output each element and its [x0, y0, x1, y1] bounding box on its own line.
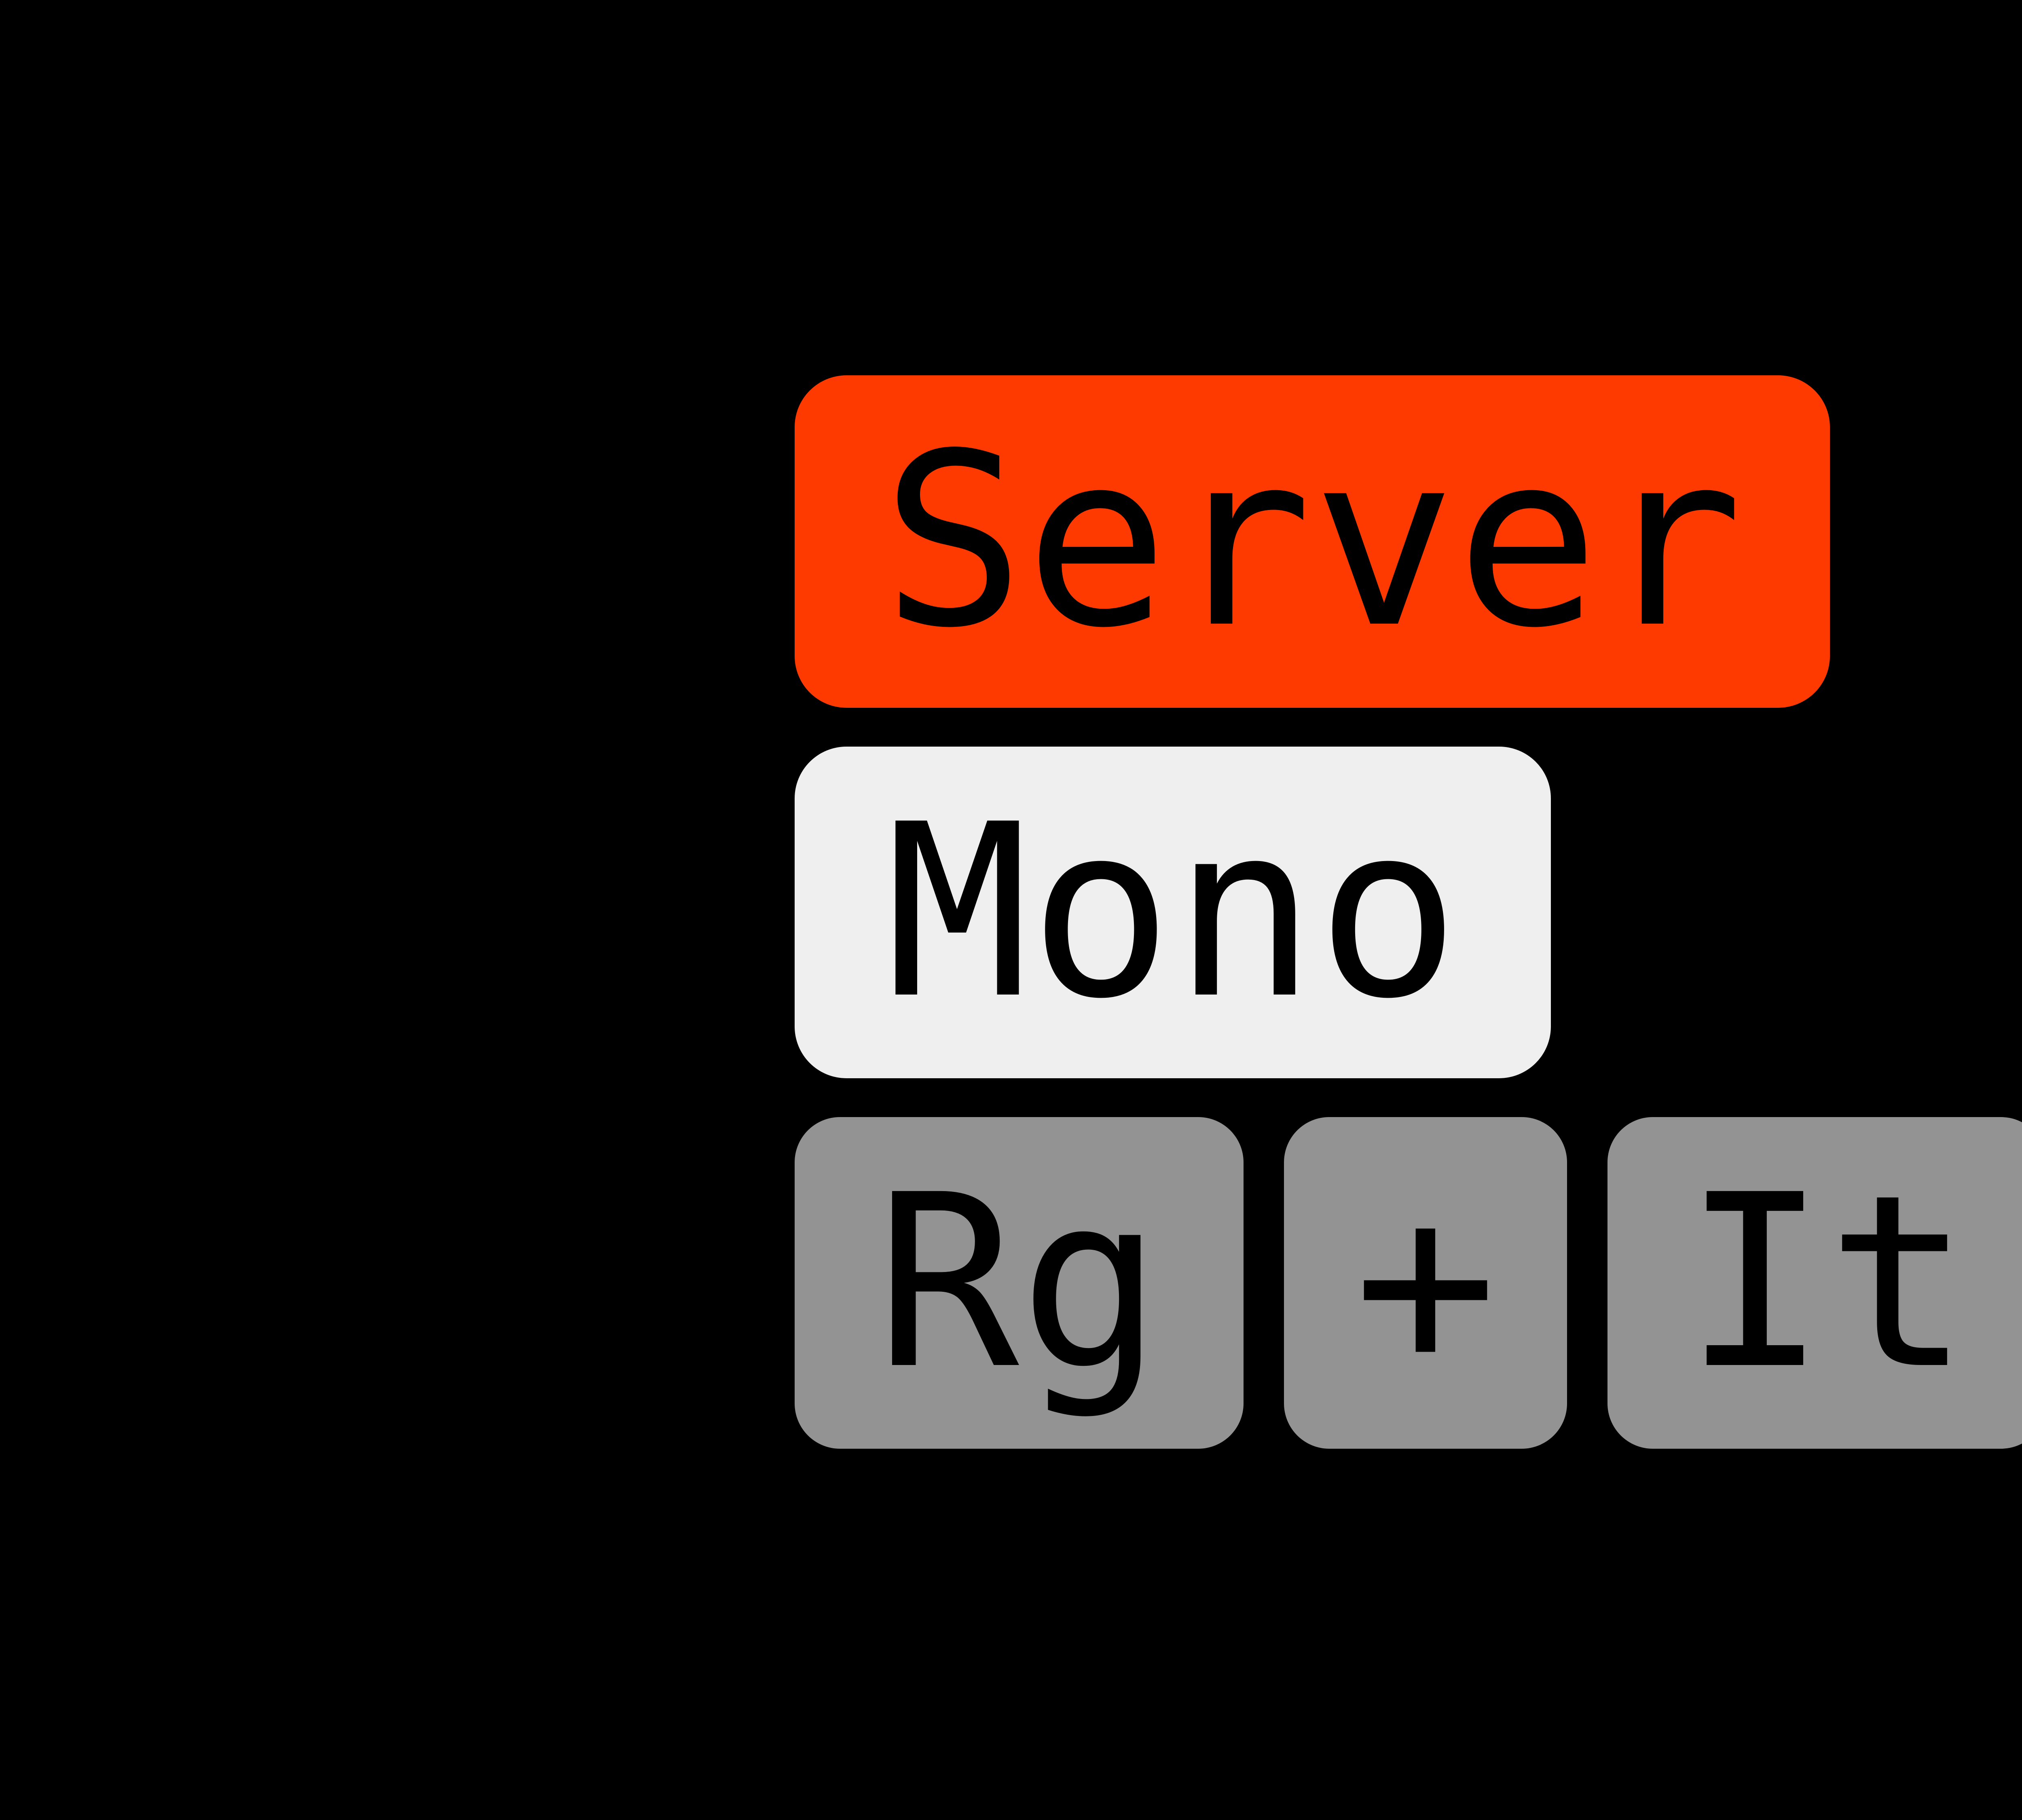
- mono-badge: Mono: [795, 747, 1551, 1078]
- mono-label: Mono: [885, 773, 1460, 1051]
- italic-style-badge: It: [1607, 1117, 2022, 1449]
- italic-style-label: It: [1683, 1144, 1971, 1422]
- style-keys-row: Rg + It: [795, 1117, 2022, 1449]
- plus-badge: +: [1284, 1117, 1567, 1449]
- server-label: Server: [881, 402, 1743, 680]
- regular-style-badge: Rg: [795, 1117, 1244, 1449]
- regular-style-label: Rg: [875, 1144, 1163, 1422]
- server-badge: Server: [795, 375, 1830, 708]
- badge-stack: Server Mono Rg + It: [795, 375, 2022, 1449]
- plus-label: +: [1354, 1144, 1497, 1422]
